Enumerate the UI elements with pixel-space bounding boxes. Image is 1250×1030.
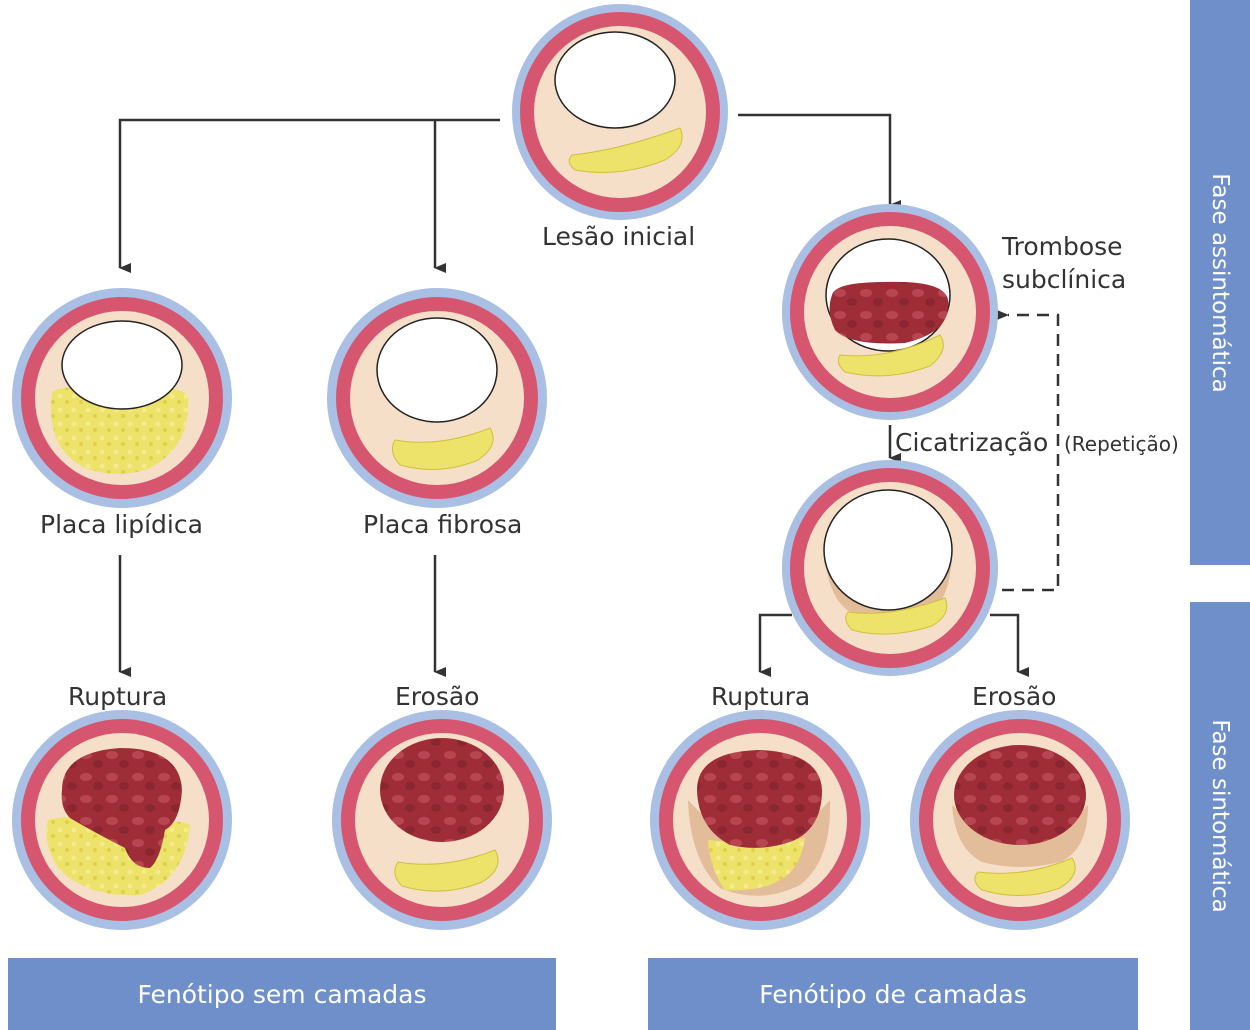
label-subclinical-thrombosis: Trombose subclínica — [1002, 230, 1126, 296]
vessel-healing — [782, 460, 998, 676]
label-repetition: (Repetição) — [1064, 432, 1179, 456]
vessel-erosion-layered — [910, 710, 1130, 930]
label-fibrous-plaque: Placa fibrosa — [363, 510, 522, 539]
symptomatic-phase-label: Fase sintomática — [1207, 719, 1233, 912]
vessel-subclinical-thrombosis — [782, 204, 998, 420]
label-erosion-layered: Erosão — [972, 682, 1056, 711]
label-healing: Cicatrização — [895, 428, 1048, 457]
asymptomatic-phase-label: Fase assintomática — [1207, 173, 1233, 392]
label-erosion-non-layered: Erosão — [395, 682, 479, 711]
label-lipid-plaque: Placa lipídica — [40, 510, 203, 539]
asymptomatic-phase-bar: Fase assintomática — [1190, 0, 1250, 565]
label-rupture-layered: Ruptura — [711, 682, 810, 711]
vessel-erosion-non-layered — [332, 710, 552, 930]
vessel-rupture-non-layered — [12, 710, 232, 930]
band-non-layered-phenotype: Fenótipo sem camadas — [8, 958, 556, 1030]
label-initial-lesion: Lesão inicial — [542, 222, 695, 251]
vessel-fibrous-plaque — [327, 288, 547, 508]
vessel-lipid-plaque — [12, 288, 232, 508]
band-layered-phenotype: Fenótipo de camadas — [648, 958, 1138, 1030]
vessel-initial-lesion — [512, 4, 728, 220]
label-rupture-non-layered: Ruptura — [68, 682, 167, 711]
symptomatic-phase-bar: Fase sintomática — [1190, 602, 1250, 1030]
vessel-rupture-layered — [650, 710, 870, 930]
